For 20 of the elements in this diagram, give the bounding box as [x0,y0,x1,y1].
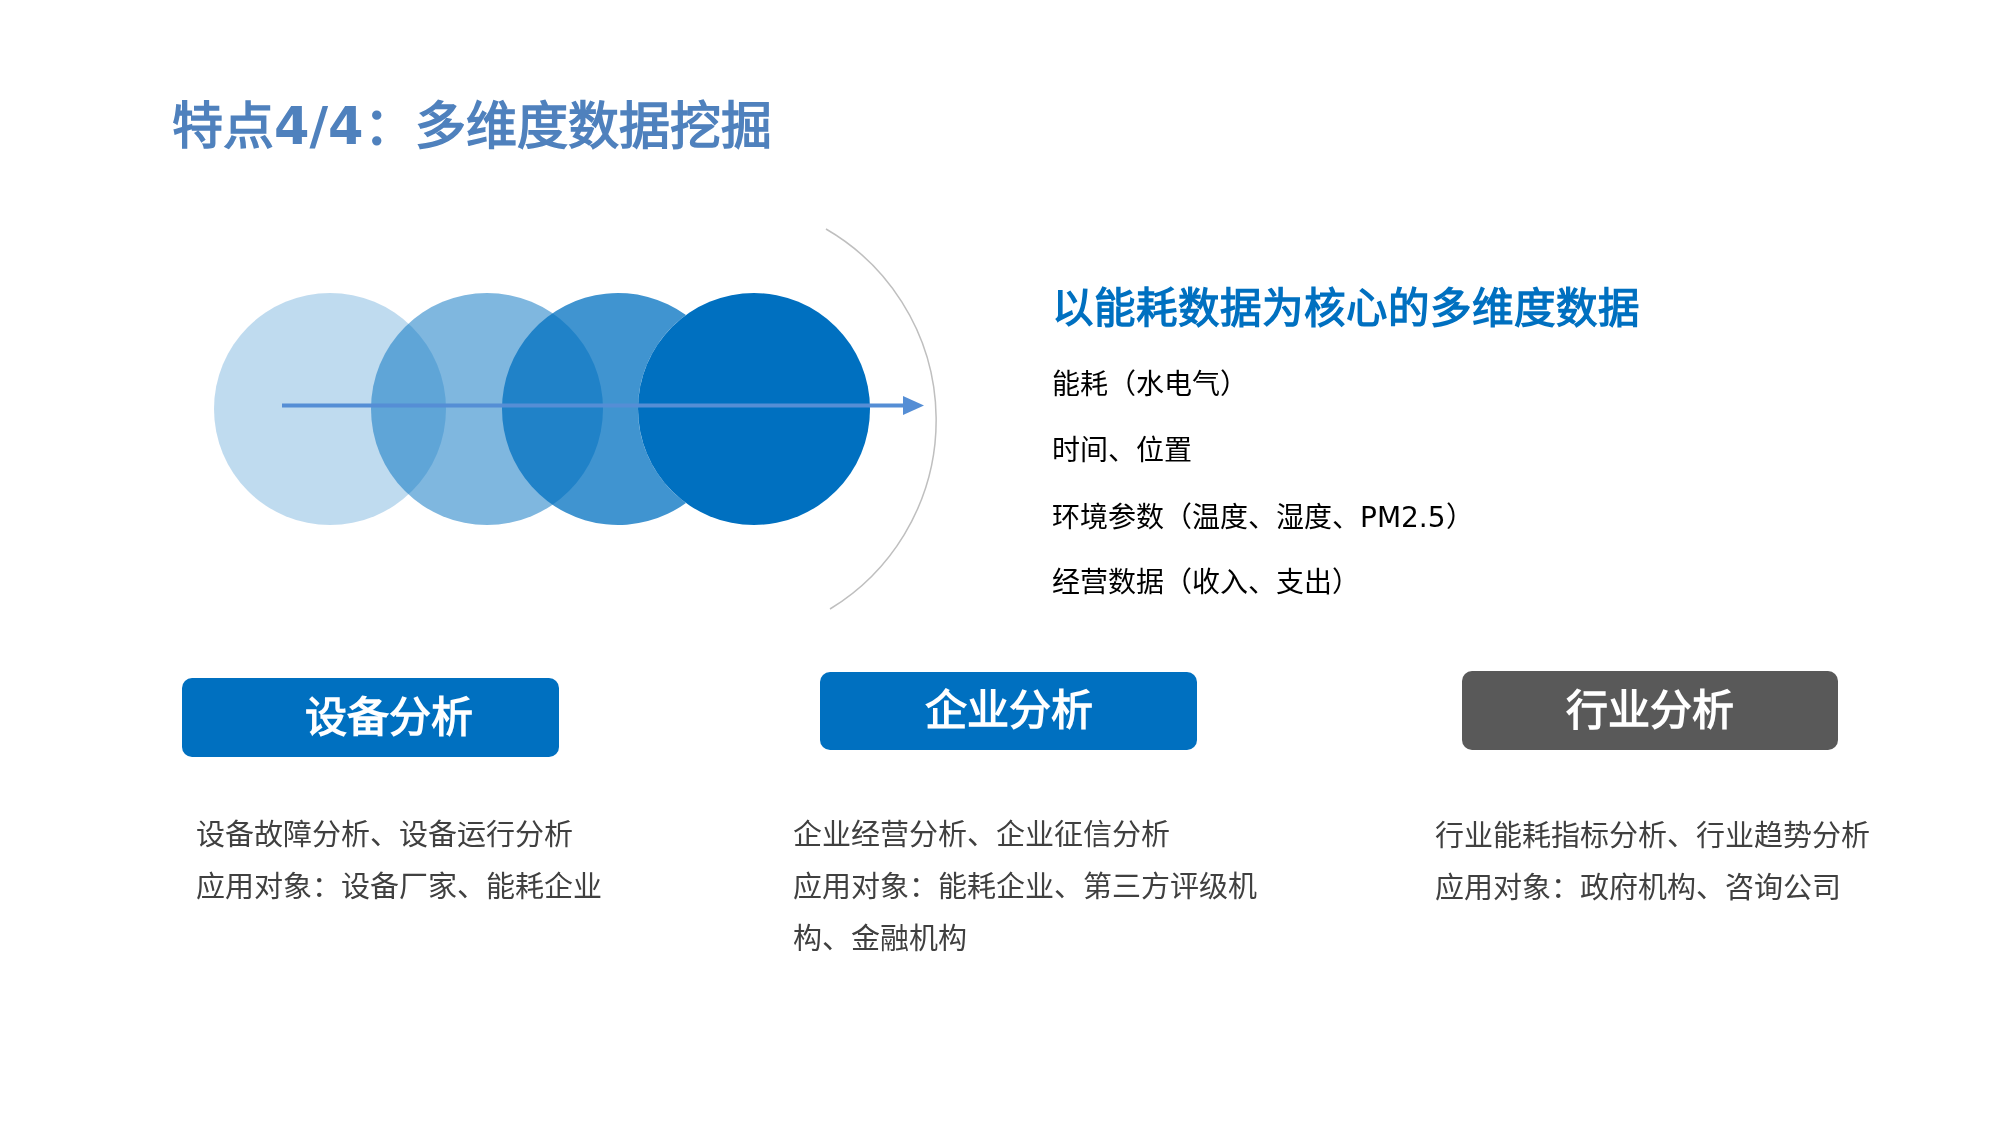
description-text: 企业经营分析、企业征信分析 [793,817,1171,854]
list-item: 时间、位置 [1052,436,1192,466]
list-item: 环境参数（温度、湿度、PM2.5） [1052,503,1474,533]
list-item: 经营数据（收入、支出） [1052,568,1360,598]
circle [638,293,870,525]
category-box [820,672,1197,750]
crescent [502,293,686,525]
category-title: 企业分析 [924,689,1093,733]
description-text: 应用对象：设备厂家、能耗企业 [196,869,603,906]
description-text: 应用对象：能耗企业、第三方评级机构、金融机构 [793,869,1258,958]
description-text: 设备故障分析、设备运行分析 [196,817,574,854]
list-item: 能耗（水电气） [1052,370,1248,400]
description-text: 应用对象：政府机构、咨询公司 [1435,870,1842,907]
title: 特点4/4：多维度数据挖掘 [172,100,772,153]
category-title: 行业分析 [1566,688,1734,733]
category-title: 设备分析 [304,695,473,740]
heading: 以能耗数据为核心的多维度数据 [1052,287,1640,331]
category-box [182,678,559,757]
description-text: 行业能耗指标分析、行业趋势分析 [1435,818,1871,855]
category-box [1462,671,1838,750]
